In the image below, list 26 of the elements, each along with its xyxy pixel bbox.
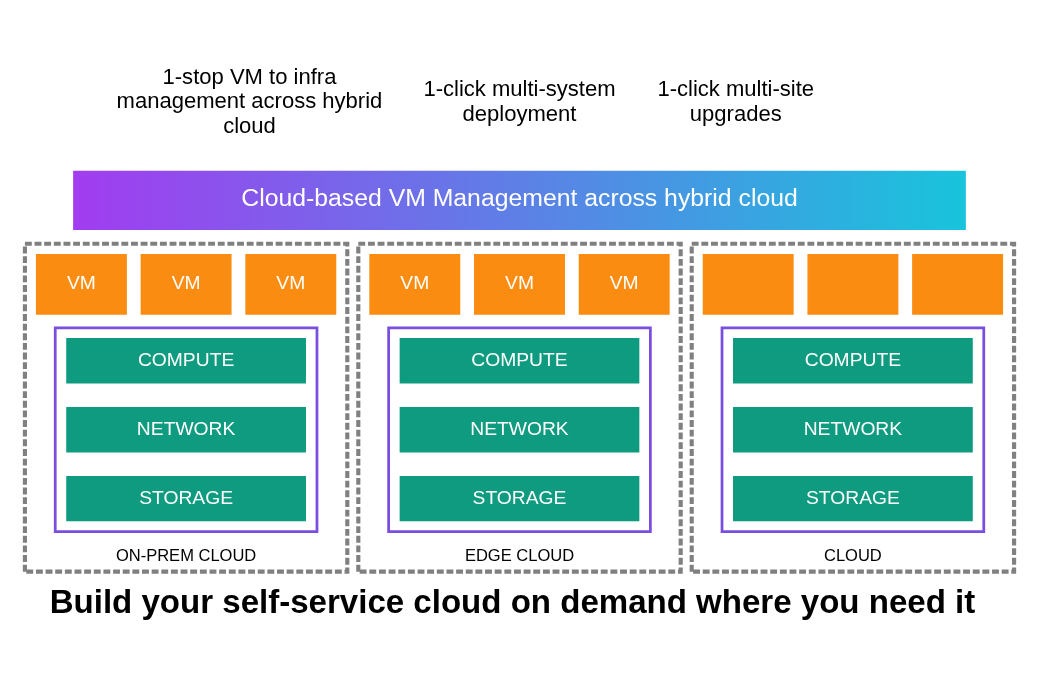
cluster — [387, 325, 652, 533]
node-box: NETWORK — [399, 406, 640, 452]
node-box: VM — [369, 253, 461, 315]
node-box: STORAGE — [733, 475, 973, 521]
cluster — [720, 325, 986, 533]
node-box: NETWORK — [733, 406, 973, 452]
node-box: VM — [474, 253, 565, 315]
label: 1-click multi-site upgrades — [657, 75, 815, 126]
node-box: STORAGE — [66, 475, 306, 521]
node-box: VM — [35, 253, 127, 315]
node-box: NETWORK — [66, 406, 306, 452]
node-box — [702, 253, 794, 315]
label: 1-click multi-system deployment — [423, 75, 616, 126]
node-box — [912, 253, 1004, 315]
node-box: VM — [245, 253, 337, 315]
diagram-title: Build your self-service cloud on demand where you need it — [49, 582, 976, 620]
node-box: COMPUTE — [66, 337, 306, 384]
cluster — [53, 325, 319, 533]
node-box: COMPUTE — [733, 337, 973, 384]
node-box — [807, 253, 899, 315]
label: 1-stop VM to infra management across hybrid cloud — [116, 63, 383, 138]
node-box: VM — [140, 253, 232, 315]
node-box: Cloud-based VM Management across hybrid cloud — [73, 170, 966, 230]
node-box: STORAGE — [399, 475, 640, 521]
node-box: VM — [578, 253, 670, 315]
node-box: COMPUTE — [399, 337, 640, 384]
